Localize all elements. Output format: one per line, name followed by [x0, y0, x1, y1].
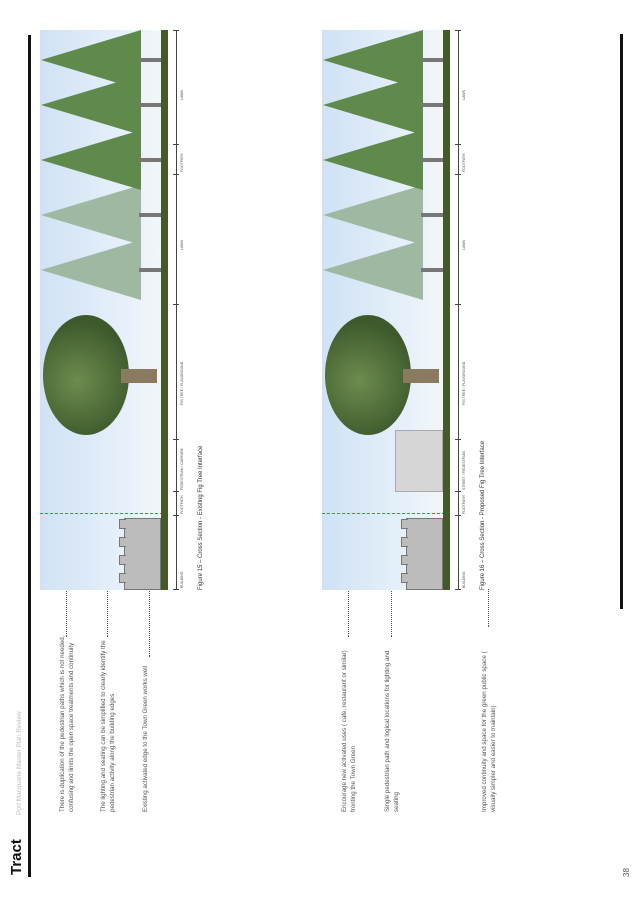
figure-16-caption: Figure 16 – Cross Section - Proposed Fig… [480, 440, 486, 590]
dim-label: LAWN [462, 90, 466, 100]
cross-section-proposed [322, 30, 450, 590]
pine-tree [323, 30, 443, 90]
dim-label: FIG TREE / PLAYGROUND [180, 361, 184, 405]
dim-label: PEDESTRIAN / CARPARK [180, 448, 184, 490]
note-continuity: Improved continuity and space for the gr… [481, 651, 497, 812]
section-line [322, 513, 450, 514]
dim-label: FOOTPATH [180, 495, 184, 514]
dim-label: LAWN [180, 90, 184, 100]
leader-line [107, 589, 108, 637]
section-line [40, 513, 168, 514]
building [119, 518, 161, 590]
building [401, 518, 443, 590]
pine-tree [41, 185, 161, 245]
dim-label: FOOTPATH [462, 153, 466, 172]
pine-tree [323, 185, 443, 245]
top-rule [28, 35, 31, 877]
leader-line [66, 589, 67, 637]
pine-tree [323, 130, 443, 190]
leader-line [391, 589, 392, 637]
dim-label: BUILDING [462, 571, 466, 588]
note-single-path: Single pedestrian path and logical locat… [384, 650, 400, 812]
pine-tree [41, 240, 161, 300]
fig-tree [43, 315, 161, 435]
dimension-strip-existing: BUILDING FOOTPATH PEDESTRIAN / CARPARK F… [170, 30, 196, 590]
pine-tree [41, 30, 161, 90]
dim-label: STREET / PEDESTRIAN [462, 450, 466, 490]
figure-15-caption: Figure 15 – Cross Section - Existing Fig… [198, 445, 204, 590]
dim-label: FOOTPATH [462, 495, 466, 514]
dim-label: FIG TREE / PLAYGROUND [462, 361, 466, 405]
fig-tree [325, 315, 443, 435]
dimension-strip-proposed: BUILDING FOOTPATH STREET / PEDESTRIAN FI… [452, 30, 478, 590]
brand-logo: Tract [8, 839, 25, 875]
note-new-uses: Encourage new activated uses ( cafe, res… [341, 650, 357, 812]
pine-tree [323, 240, 443, 300]
note-activated-edge: Existing activated edge to the Town Gree… [142, 665, 149, 812]
bottom-rule [620, 34, 623, 609]
leader-line [488, 589, 489, 627]
leader-line [348, 589, 349, 637]
ground [443, 30, 450, 590]
note-duplication: There is duplication of the pedestrian p… [59, 635, 75, 812]
dim-label: LAWN [180, 240, 184, 250]
ground [161, 30, 168, 590]
document-subtitle: Port Macquarie Master Plan Review [16, 711, 23, 815]
cross-section-existing [40, 30, 168, 590]
note-lighting-seating: The lighting and seating can be simplifi… [100, 640, 116, 812]
dim-label: FOOTPATH [180, 153, 184, 172]
dim-label: LAWN [462, 240, 466, 250]
leader-line [149, 589, 150, 657]
plaza-shading [395, 430, 443, 492]
pine-tree [41, 130, 161, 190]
page-number: 38 [622, 868, 631, 877]
dim-label: BUILDING [180, 571, 184, 588]
